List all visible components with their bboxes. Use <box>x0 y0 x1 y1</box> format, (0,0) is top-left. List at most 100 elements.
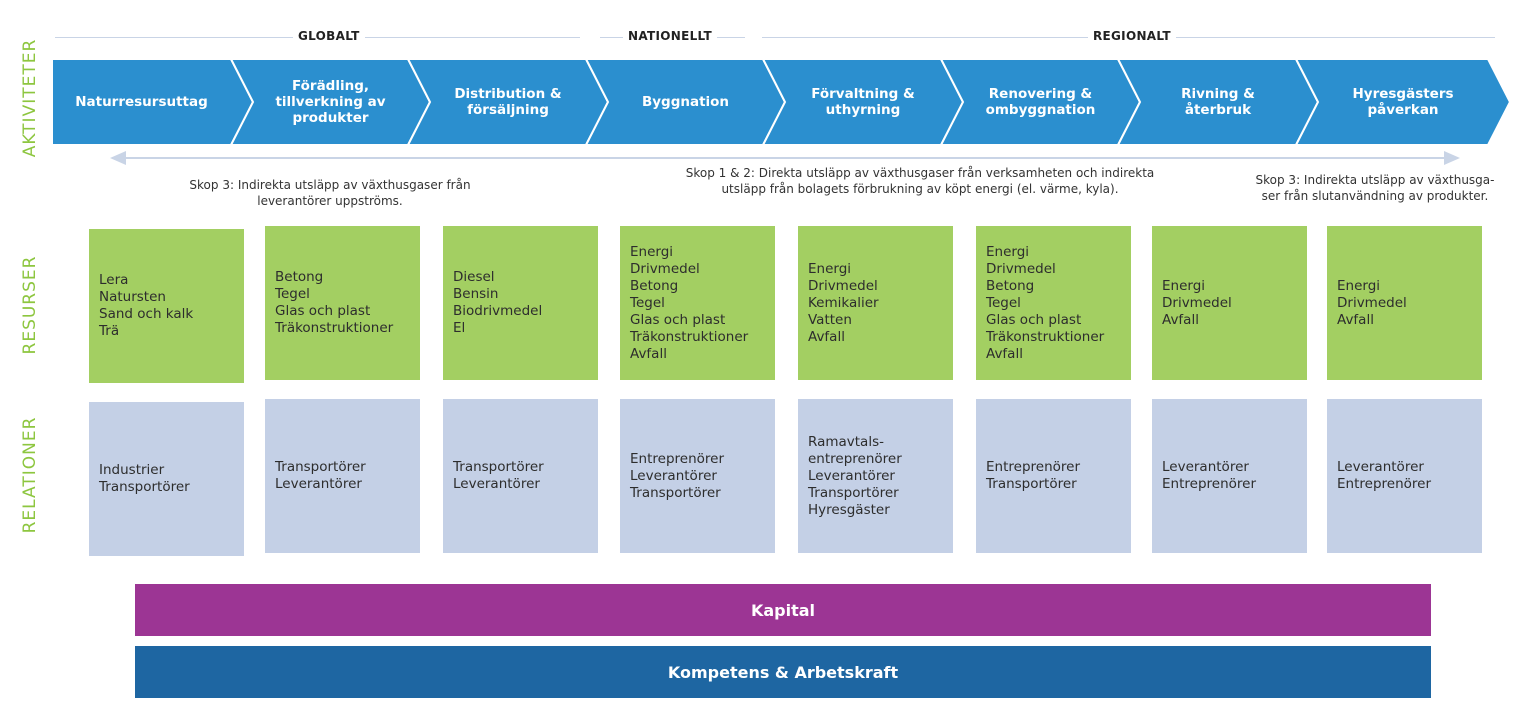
box-line: Lera <box>99 272 129 288</box>
box-line: Leverantörer <box>1162 459 1249 475</box>
box-line: Entreprenörer <box>1162 476 1256 492</box>
box-line: Transportörer <box>808 484 899 501</box>
activity-label: Hyresgästers påverkan <box>1352 86 1454 118</box>
scope-label-global: GLOBALT <box>293 29 365 43</box>
box-line: Drivmedel <box>630 260 700 277</box>
box-line: Drivmedel <box>1337 294 1407 311</box>
box-line: El <box>453 320 466 336</box>
note-scope3-downstream: Skop 3: Indirekta utsläpp av växthusga- … <box>1240 172 1510 204</box>
note-scope3-upstream-text: Skop 3: Indirekta utsläpp av växthusgase… <box>189 178 471 208</box>
box-line: Avfall <box>630 345 667 362</box>
box-line: Avfall <box>808 328 845 345</box>
box-line: Energi <box>1162 277 1206 294</box>
box-line: Leverantörer <box>1337 459 1424 475</box>
box-line: Glas och plast <box>986 311 1082 328</box>
box-line: Tegel <box>275 286 310 302</box>
box-line: Betong <box>986 277 1035 294</box>
box-line: Transportörer <box>99 479 190 495</box>
box-line: Leverantörer <box>630 467 717 484</box>
activity-label: Distribution & försäljning <box>454 86 562 118</box>
box-line: Leverantörer <box>275 476 362 492</box>
box-line: Glas och plast <box>630 311 726 328</box>
competence-band: Kompetens & Arbetskraft <box>135 646 1431 698</box>
box-line: Energi <box>986 243 1030 260</box>
box-line: entreprenörer <box>808 450 902 467</box>
box-line: Transportörer <box>630 484 721 501</box>
box-line: Entreprenörer <box>986 459 1080 475</box>
box-line: Ramavtals- <box>808 433 884 450</box>
box-line: Transportörer <box>275 459 366 475</box>
scope-label-national: NATIONELLT <box>623 29 717 43</box>
box-line: Drivmedel <box>808 277 878 294</box>
box-line: Tegel <box>630 294 665 311</box>
box-line: Kemikalier <box>808 294 879 311</box>
box-line: Entreprenörer <box>1337 476 1431 492</box>
box-line: Avfall <box>986 345 1023 362</box>
box-line: Entreprenörer <box>630 450 724 467</box>
box-line: Träkonstruktioner <box>630 328 749 345</box>
competence-label: Kompetens & Arbetskraft <box>667 662 899 682</box>
capital-label: Kapital <box>750 600 816 620</box>
activity-chevron <box>1294 58 1512 146</box>
note-scope12: Skop 1 & 2: Direkta utsläpp av växthusga… <box>655 165 1185 197</box>
box-line: Leverantörer <box>453 476 540 492</box>
box-line: Drivmedel <box>1162 294 1232 311</box>
box-line: Energi <box>808 260 852 277</box>
box-line: Betong <box>275 269 324 285</box>
box-line: Natursten <box>99 289 166 305</box>
box-line: Träkonstruktioner <box>275 320 394 336</box>
note-scope3-upstream: Skop 3: Indirekta utsläpp av växthusgase… <box>165 177 495 209</box>
capital-band: Kapital <box>135 584 1431 636</box>
box-line: Energi <box>630 243 674 260</box>
box-line: Transportörer <box>986 476 1077 492</box>
activity-label: Naturresursuttag <box>75 94 208 110</box>
box-line: Leverantörer <box>808 467 895 484</box>
box-line: Biodrivmedel <box>453 303 543 319</box>
side-label-relations: RELATIONER <box>20 416 40 534</box>
box-line: Avfall <box>1337 311 1374 328</box>
activity-label: Förädling, tillverkning av produkter <box>275 78 386 126</box>
scope-label-regional: REGIONALT <box>1088 29 1176 43</box>
box-line: Sand och kalk <box>99 306 194 322</box>
activity-label: Rivning & återbruk <box>1181 86 1255 118</box>
box-line: Betong <box>630 277 679 294</box>
box-line: Hyresgäster <box>808 501 890 518</box>
note-scope3-downstream-line2: ser från slutanvändning av produkter. <box>1261 189 1489 203</box>
box-line: Avfall <box>1162 311 1199 328</box>
scope-double-arrow <box>110 151 1460 165</box>
activity-label: Förvaltning & uthyrning <box>811 86 915 118</box>
box-line: Tegel <box>986 294 1021 311</box>
activity-chevron-row <box>51 58 1512 146</box>
note-scope3-downstream-line1: Skop 3: Indirekta utsläpp av växthusga- <box>1255 173 1495 187</box>
activity-label: Byggnation <box>641 94 730 110</box>
box-line: Transportörer <box>453 459 544 475</box>
note-scope12-line1: Skop 1 & 2: Direkta utsläpp av växthusga… <box>685 166 1155 180</box>
box-line: Bensin <box>453 286 499 302</box>
box-line: Drivmedel <box>986 260 1056 277</box>
box-line: Glas och plast <box>275 303 371 319</box>
box-line: Diesel <box>453 269 495 285</box>
box-line: Träkonstruktioner <box>986 328 1105 345</box>
box-line: Trä <box>99 323 120 339</box>
activity-label: Renovering & ombyggnation <box>985 86 1096 118</box>
box-line: Vatten <box>808 311 852 328</box>
box-line: Industrier <box>99 462 165 478</box>
note-scope12-line2: utsläpp från bolagets förbrukning av köp… <box>721 182 1119 196</box>
box-line: Energi <box>1337 277 1381 294</box>
